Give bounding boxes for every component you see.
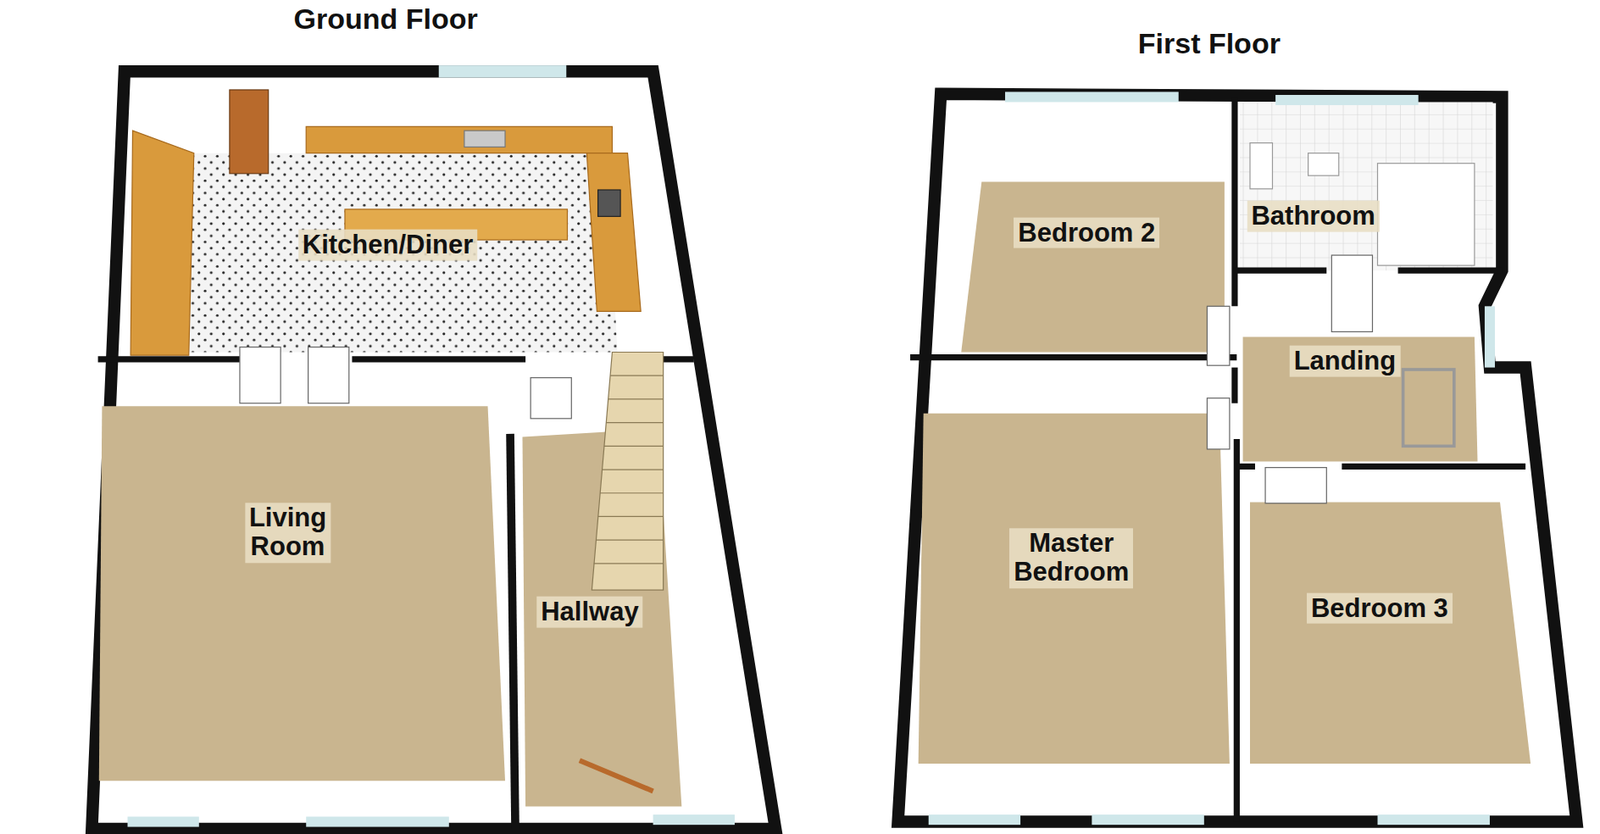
living-floor xyxy=(99,405,506,781)
first-floor-drawing xyxy=(898,91,1578,825)
interior-wall xyxy=(510,433,516,829)
staircase xyxy=(591,352,663,591)
door xyxy=(1331,255,1373,332)
room-label: Kitchen/Diner xyxy=(298,229,478,262)
window xyxy=(1377,814,1490,825)
window xyxy=(438,65,567,78)
room-label: Bedroom 3 xyxy=(1306,592,1453,624)
room: Bedroom 2 xyxy=(944,100,1233,356)
room: Bathroom xyxy=(1236,100,1500,270)
window xyxy=(928,814,1021,825)
window xyxy=(653,814,735,825)
front-door xyxy=(579,760,654,791)
floor-plan: Ground FloorKitchen/DinerLiving RoomHall… xyxy=(81,0,786,832)
window xyxy=(305,816,450,828)
window xyxy=(1091,814,1204,825)
room: Bedroom 3 xyxy=(1239,469,1572,817)
master-floor xyxy=(918,413,1230,764)
counter xyxy=(130,130,195,356)
outer-wall xyxy=(91,71,776,829)
door xyxy=(1206,305,1229,366)
room: Master Bedroom xyxy=(903,360,1234,817)
back-door xyxy=(229,89,269,174)
door xyxy=(1206,398,1229,450)
interior-wall xyxy=(1341,463,1526,470)
landing-floor xyxy=(1243,336,1478,462)
bath xyxy=(1377,163,1475,266)
interior-wall xyxy=(1236,463,1256,470)
room-label: Master Bedroom xyxy=(1009,527,1134,589)
interior-wall xyxy=(910,354,1237,361)
outer-wall xyxy=(898,94,1578,823)
room: Living Room xyxy=(96,361,511,822)
interior-wall xyxy=(351,355,526,362)
interior-wall xyxy=(1398,267,1503,274)
interior-wall xyxy=(1231,367,1238,404)
stair-steps xyxy=(594,375,664,564)
window xyxy=(1275,94,1419,106)
bedroom2-floor xyxy=(961,181,1225,352)
window xyxy=(127,816,200,828)
floor-plan: First FloorBedroom 2 BathroomLandingMaste… xyxy=(888,20,1593,832)
interior-wall xyxy=(98,355,240,362)
room-label: Hallway xyxy=(536,596,643,628)
room: Hallway xyxy=(515,361,679,822)
room-label: Living Room xyxy=(244,502,331,563)
room-label: Bedroom 2 xyxy=(1013,216,1160,249)
bedroom3-floor xyxy=(1250,502,1531,764)
door xyxy=(239,346,281,403)
interior-wall xyxy=(1231,96,1238,306)
floor-heading: First Floor xyxy=(1138,26,1281,60)
window xyxy=(1484,305,1495,367)
door xyxy=(1265,467,1327,504)
interior-wall xyxy=(1233,438,1240,823)
room: Landing xyxy=(1236,273,1482,464)
window xyxy=(1005,91,1179,102)
room-label: Bathroom xyxy=(1246,200,1379,233)
floor-heading: Ground Floor xyxy=(294,1,478,35)
door xyxy=(530,377,572,419)
ground-floor-drawing xyxy=(91,65,776,829)
kitchen-floor xyxy=(153,153,618,353)
door xyxy=(308,346,350,403)
toilet xyxy=(1250,143,1273,189)
room-label: Landing xyxy=(1289,345,1401,378)
sink xyxy=(464,130,506,147)
room: Kitchen/Diner xyxy=(127,76,648,357)
interior-wall xyxy=(1234,267,1327,274)
bathroom-floor xyxy=(1239,101,1494,271)
counter xyxy=(305,126,612,153)
counter xyxy=(586,153,641,312)
banister xyxy=(1403,369,1455,446)
basin xyxy=(1308,153,1339,176)
hob xyxy=(598,189,621,217)
